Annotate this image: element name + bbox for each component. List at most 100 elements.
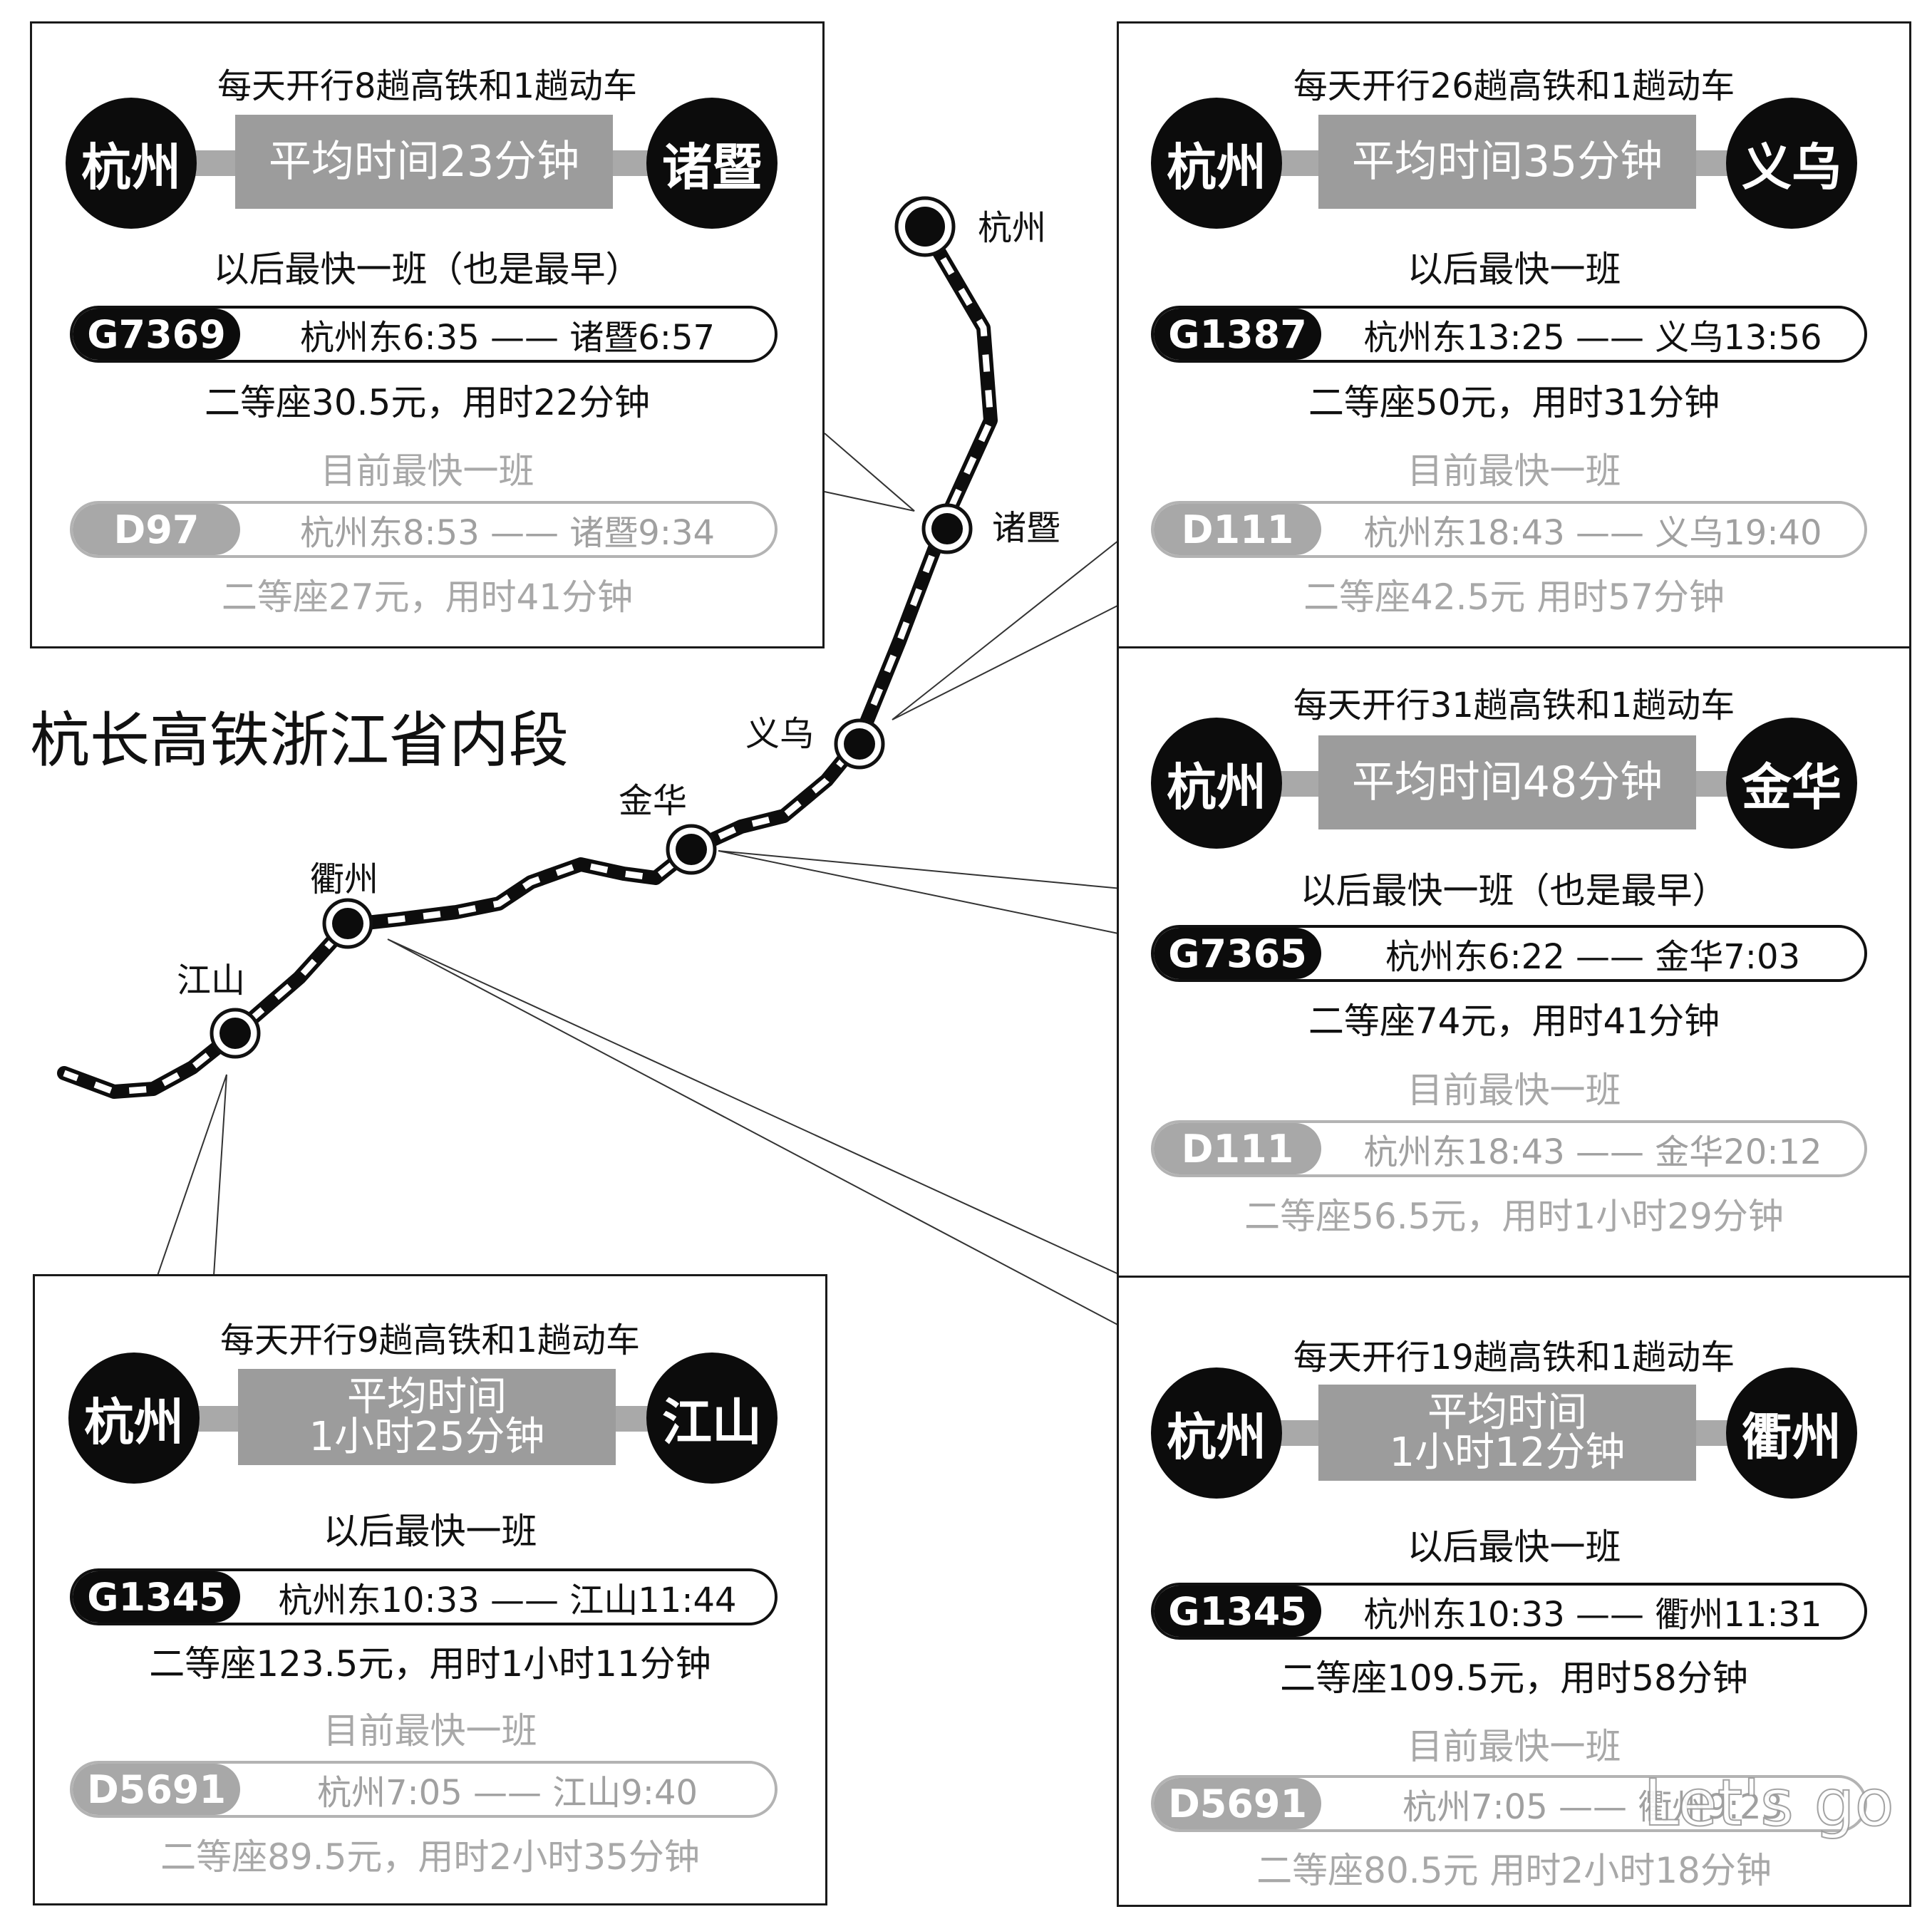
- label-zhuji: 诸暨: [992, 508, 1060, 548]
- current-fastest-label: 目前最快一班: [1407, 1726, 1621, 1767]
- current-price: 二等座42.5元 用时57分钟: [1303, 576, 1725, 618]
- daily-frequency: 每天开行9趟高铁和1趟动车: [219, 1320, 641, 1360]
- average-time: 平均时间35分钟: [1318, 115, 1696, 209]
- future-price: 二等座74元，用时41分钟: [1308, 1000, 1720, 1042]
- train-code: D5691: [1154, 1778, 1321, 1829]
- train-code: G1345: [1154, 1586, 1321, 1637]
- train-code: G1387: [1154, 309, 1321, 360]
- train-code: D5691: [73, 1764, 240, 1815]
- average-time-line1: 平均时间: [1427, 1389, 1587, 1436]
- current-fastest-label: 目前最快一班: [1407, 1070, 1621, 1111]
- average-time-line2: 1小时25分钟: [309, 1413, 545, 1460]
- future-train-pill: G7369 杭州东6:35 —— 诸暨6:57: [70, 306, 778, 363]
- panel-zhuji: 每天开行8趟高铁和1趟动车 杭州 平均时间23分钟 诸暨 以后最快一班（也是最早…: [30, 21, 825, 648]
- watermark: Let's go: [1643, 1765, 1895, 1841]
- future-price: 二等座123.5元，用时1小时11分钟: [149, 1643, 711, 1685]
- future-fastest-label: 以后最快一班: [1407, 1526, 1621, 1568]
- future-price: 二等座109.5元，用时58分钟: [1280, 1658, 1748, 1699]
- current-train-pill: D111 杭州东18:43 —— 金华20:12: [1151, 1120, 1867, 1177]
- future-fastest-label: 以后最快一班: [323, 1511, 537, 1552]
- origin-circle: 杭州: [1151, 98, 1282, 229]
- average-time: 平均时间 1小时12分钟: [1318, 1385, 1696, 1481]
- average-time: 平均时间48分钟: [1318, 735, 1696, 829]
- future-train-pill: G7365 杭州东6:22 —— 金华7:03: [1151, 925, 1867, 982]
- current-train-pill: D5691 杭州7:05 —— 衢州9:23: [1151, 1775, 1867, 1832]
- future-fastest-label: 以后最快一班（也是最早）: [213, 249, 641, 290]
- current-price: 二等座89.5元，用时2小时35分钟: [160, 1836, 700, 1878]
- station-zhuji: [921, 503, 973, 554]
- future-train-pill: G1345 杭州东10:33 —— 衢州11:31: [1151, 1583, 1867, 1640]
- train-route: 杭州东10:33 —— 江山11:44: [278, 1581, 737, 1620]
- future-train-pill: G1345 杭州东10:33 —— 江山11:44: [70, 1568, 778, 1625]
- panel-jinhua: 每天开行31趟高铁和1趟动车 杭州 平均时间48分钟 金华 以后最快一班（也是最…: [1117, 646, 1911, 1278]
- panel-jiangshan: 每天开行9趟高铁和1趟动车 杭州 平均时间 1小时25分钟 江山 以后最快一班 …: [33, 1274, 827, 1905]
- callout-pointers: [157, 433, 1122, 1328]
- train-route: 杭州东8:53 —— 诸暨9:34: [299, 513, 716, 553]
- panel-yiwu: 每天开行26趟高铁和1趟动车 杭州 平均时间35分钟 义乌 以后最快一班 G13…: [1117, 21, 1911, 648]
- station-hangzhou: [894, 196, 956, 257]
- train-code: D97: [73, 504, 240, 555]
- future-fastest-label: 以后最快一班（也是最早）: [1300, 870, 1728, 911]
- pointer-yiwu: [892, 537, 1122, 720]
- station-yiwu: [834, 718, 885, 770]
- pointer-quzhou: [387, 938, 1122, 1328]
- current-fastest-label: 目前最快一班: [1407, 450, 1621, 492]
- destination-circle: 金华: [1726, 718, 1857, 849]
- panel-quzhou: 每天开行19趟高铁和1趟动车 杭州 平均时间 1小时12分钟 衢州 以后最快一班…: [1117, 1276, 1911, 1907]
- page-title: 杭长高铁浙江省内段: [30, 705, 569, 775]
- label-yiwu: 义乌: [745, 714, 814, 754]
- current-fastest-label: 目前最快一班: [320, 450, 534, 492]
- train-route: 杭州东10:33 —— 衢州11:31: [1363, 1595, 1822, 1635]
- train-route: 杭州东6:35 —— 诸暨6:57: [299, 318, 716, 358]
- origin-circle: 杭州: [68, 1353, 200, 1484]
- current-train-pill: D5691 杭州7:05 —— 江山9:40: [70, 1761, 778, 1818]
- label-jiangshan: 江山: [177, 961, 245, 1000]
- train-code: D111: [1154, 1123, 1321, 1174]
- daily-frequency: 每天开行31趟高铁和1趟动车: [1293, 686, 1735, 725]
- origin-circle: 杭州: [1151, 1367, 1282, 1499]
- average-time-line1: 平均时间: [347, 1373, 507, 1420]
- train-route: 杭州东13:25 —— 义乌13:56: [1363, 318, 1822, 358]
- destination-circle: 诸暨: [646, 98, 778, 229]
- train-code: G1345: [73, 1571, 240, 1623]
- current-price: 二等座27元，用时41分钟: [221, 576, 634, 618]
- origin-circle: 杭州: [1151, 718, 1282, 849]
- current-train-pill: D97 杭州东8:53 —— 诸暨9:34: [70, 501, 778, 558]
- origin-circle: 杭州: [66, 98, 197, 229]
- current-price: 二等座80.5元 用时2小时18分钟: [1256, 1850, 1772, 1891]
- train-code: D111: [1154, 504, 1321, 555]
- destination-circle: 义乌: [1726, 98, 1857, 229]
- pointer-jiangshan: [157, 1074, 227, 1276]
- train-route: 杭州东18:43 —— 义乌19:40: [1363, 513, 1822, 553]
- destination-circle: 江山: [646, 1353, 778, 1484]
- current-fastest-label: 目前最快一班: [323, 1710, 537, 1752]
- daily-frequency: 每天开行19趟高铁和1趟动车: [1293, 1338, 1735, 1377]
- train-route: 杭州7:05 —— 江山9:40: [316, 1773, 698, 1813]
- train-code: G7365: [1154, 928, 1321, 979]
- train-code: G7369: [73, 309, 240, 360]
- daily-frequency: 每天开行8趟高铁和1趟动车: [217, 66, 638, 106]
- train-route: 杭州7:05 —— 衢州9:23: [1402, 1787, 1784, 1827]
- future-fastest-label: 以后最快一班: [1407, 249, 1621, 290]
- pointer-zhuji: [824, 433, 915, 512]
- average-time: 平均时间 1小时25分钟: [238, 1369, 616, 1465]
- future-price: 二等座30.5元，用时22分钟: [205, 382, 650, 423]
- label-quzhou: 衢州: [310, 859, 378, 899]
- label-jinhua: 金华: [619, 781, 687, 821]
- pointer-jinhua: [718, 850, 1122, 935]
- future-price: 二等座50元，用时31分钟: [1308, 382, 1720, 423]
- current-train-pill: D111 杭州东18:43 —— 义乌19:40: [1151, 501, 1867, 558]
- train-route: 杭州东18:43 —— 金华20:12: [1363, 1132, 1822, 1172]
- station-quzhou: [322, 898, 373, 949]
- daily-frequency: 每天开行26趟高铁和1趟动车: [1293, 66, 1735, 106]
- station-jiangshan: [210, 1008, 261, 1059]
- current-price: 二等座56.5元，用时1小时29分钟: [1244, 1196, 1784, 1237]
- train-route: 杭州东6:22 —— 金华7:03: [1385, 937, 1801, 977]
- future-train-pill: G1387 杭州东13:25 —— 义乌13:56: [1151, 306, 1867, 363]
- destination-circle: 衢州: [1726, 1367, 1857, 1499]
- station-jinhua: [666, 824, 717, 875]
- average-time: 平均时间23分钟: [235, 115, 613, 209]
- label-hangzhou: 杭州: [978, 208, 1046, 248]
- average-time-line2: 1小时12分钟: [1389, 1429, 1626, 1476]
